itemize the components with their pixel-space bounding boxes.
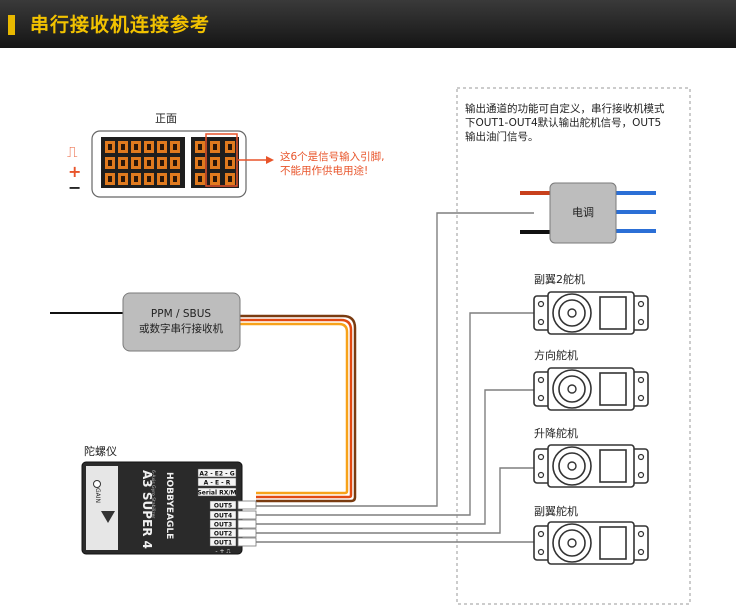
port-socket xyxy=(237,537,257,547)
minus-symbol: − xyxy=(68,178,81,197)
direction-arrow-icon xyxy=(101,511,115,523)
gyro-ports: A2 - E2 - G A - E - R Serial RX/M OUT5OUT4O… xyxy=(197,468,257,547)
gyro-panel xyxy=(86,466,118,550)
header-accent-bar xyxy=(8,15,15,35)
port-label: OUT5 xyxy=(214,503,232,510)
wire-out5-esc xyxy=(256,212,534,507)
port-socket xyxy=(237,528,257,538)
port-label-box xyxy=(197,487,237,497)
pin-hole xyxy=(134,160,138,166)
pin-hole xyxy=(173,176,177,182)
gyro-brand: HOBBYEAGLE xyxy=(164,472,174,539)
port-label-box xyxy=(209,500,237,510)
servo-icon xyxy=(533,367,649,411)
port-label: A - E - R xyxy=(204,480,231,487)
pin-hole xyxy=(121,176,125,182)
gyro-side-label: GAIN xyxy=(94,488,101,503)
gyro-model: A3 SUPER 4 xyxy=(140,470,154,549)
note-line-1: 输出通道的功能可自定义，串行接收机模式 xyxy=(465,102,665,115)
esc-box xyxy=(549,182,617,244)
servo-icon xyxy=(533,521,649,565)
pin-hole xyxy=(198,144,202,150)
pin-hole xyxy=(134,176,138,182)
port-label-box xyxy=(197,468,237,478)
pin-hole xyxy=(121,144,125,150)
port-label: OUT4 xyxy=(214,513,232,520)
servo-label-aileron2: 副翼2舵机 xyxy=(534,272,585,286)
wire-out2-elevator xyxy=(256,467,534,534)
port-label: A2 - E2 - G xyxy=(199,471,234,478)
servo-icon xyxy=(533,291,649,335)
servo-label-rudder: 方向舵机 xyxy=(534,348,578,362)
pin-hole xyxy=(213,144,217,150)
pin-hole xyxy=(160,176,164,182)
note-line-2: 下OUT1-OUT4默认输出舵机信号，OUT5 xyxy=(465,116,661,129)
plus-symbol: + xyxy=(68,162,81,181)
wire-out3-rudder xyxy=(256,389,534,525)
servo-icon xyxy=(533,444,649,488)
port-socket xyxy=(237,519,257,529)
pin-hole xyxy=(147,160,151,166)
signal-pins-highlight xyxy=(205,133,238,187)
pin-marks: - + ⎍ xyxy=(215,548,231,555)
port-label: OUT2 xyxy=(214,531,232,538)
pin-hole xyxy=(134,144,138,150)
receiver-cable-orange xyxy=(240,322,349,495)
receiver-label-1: PPM / SBUS xyxy=(151,308,211,320)
receiver-box xyxy=(122,292,241,352)
warning-arrow-head xyxy=(266,156,274,164)
pin-hole xyxy=(108,144,112,150)
port-socket xyxy=(237,500,257,510)
port-label-box xyxy=(209,510,237,520)
warning-line-1: 这6个是信号输入引脚, xyxy=(280,150,385,163)
port-label: OUT1 xyxy=(214,540,232,547)
port-label-box xyxy=(197,477,237,487)
pin-hole xyxy=(228,144,232,150)
receiver-cable-brown xyxy=(240,314,357,503)
pin-hole xyxy=(160,144,164,150)
servo-label-elevator: 升降舵机 xyxy=(534,426,578,440)
front-view-label: 正面 xyxy=(155,112,177,125)
pin-hole xyxy=(173,160,177,166)
pin-hole xyxy=(147,144,151,150)
wire-out4-aileron2 xyxy=(256,312,534,516)
port-label-box xyxy=(209,519,237,529)
page-header: 串行接收机连接参考 xyxy=(0,0,736,48)
page-title: 串行接收机连接参考 xyxy=(30,14,211,36)
port-label: Serial RX/M xyxy=(197,490,236,497)
pin-hole xyxy=(173,144,177,150)
connector-pins xyxy=(105,141,235,185)
port-label-box xyxy=(209,537,237,547)
pin-hole xyxy=(160,160,164,166)
pin-hole xyxy=(121,160,125,166)
port-socket xyxy=(237,510,257,520)
pin-hole xyxy=(228,176,232,182)
output-group-frame xyxy=(456,87,691,605)
pin-hole xyxy=(198,176,202,182)
esc-label: 电调 xyxy=(572,206,594,219)
gyro-label: 陀螺仪 xyxy=(84,444,117,458)
note-line-3: 输出油门信号。 xyxy=(465,130,539,143)
pin-hole xyxy=(228,160,232,166)
pin-hole xyxy=(147,176,151,182)
pin-hole xyxy=(213,160,217,166)
receiver-label-2: 或数字串行接收机 xyxy=(139,322,223,335)
port-label: OUT3 xyxy=(214,522,232,529)
receiver-cable-red xyxy=(240,318,353,499)
gyro-subtitle: 6-Axis Gyro Stabilizer xyxy=(150,470,156,518)
pin-hole xyxy=(213,176,217,182)
servos xyxy=(533,291,649,565)
servo-label-aileron: 副翼舵机 xyxy=(534,504,578,518)
signal-symbol: ⎍ xyxy=(67,143,78,161)
gain-knob xyxy=(93,480,101,488)
pin-hole xyxy=(108,160,112,166)
port-label-box xyxy=(209,528,237,538)
pin-hole xyxy=(108,176,112,182)
warning-line-2: 不能用作供电用途! xyxy=(280,164,368,177)
pin-hole xyxy=(198,160,202,166)
